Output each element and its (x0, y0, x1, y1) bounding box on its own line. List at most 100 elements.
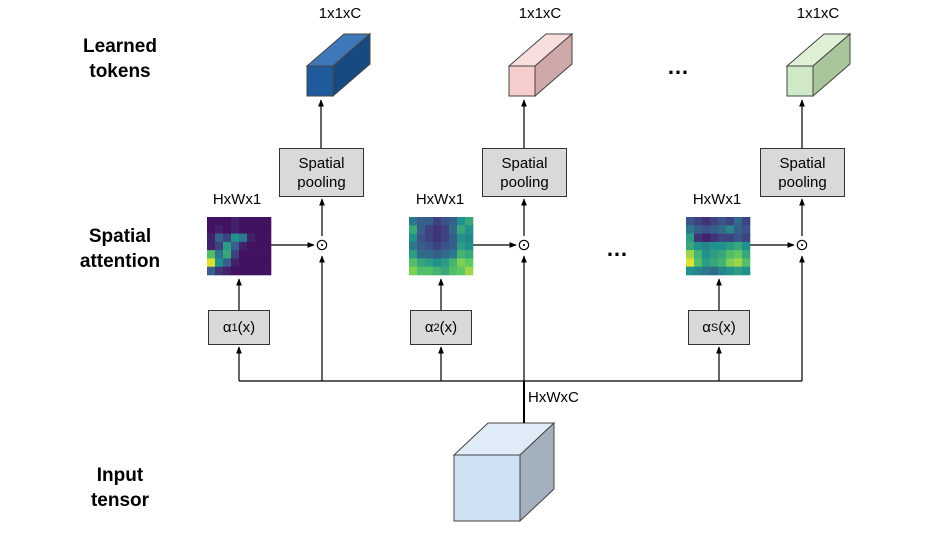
attention-map-1-cell (207, 266, 216, 276)
token-size-label-3: 1x1xC (796, 5, 840, 22)
row-label-input-tensor: Input tensor (45, 463, 195, 513)
row-label-learned-line1: Learned (83, 36, 157, 57)
attention-map-1-cell (239, 266, 248, 276)
attention-map-2-cell (409, 258, 418, 268)
attention-map-1-cell (239, 250, 248, 259)
attention-map-3-cell (694, 217, 703, 226)
attention-map-2-cell (441, 266, 450, 276)
attention-map-2-cell (465, 225, 474, 234)
attention-map-2-cell (433, 258, 442, 268)
attention-map-3-cell (718, 258, 727, 268)
attention-map-3-cell (710, 250, 719, 259)
attention-map-2-cell (441, 258, 450, 268)
attention-map-3-cell (742, 258, 751, 268)
token-size-label-1: 1x1xC (318, 5, 362, 22)
attention-map-3-cell (718, 250, 727, 259)
attention-map-3-cell (742, 241, 751, 251)
attention-map-2-cell (417, 250, 426, 259)
attention-map-1-cell (231, 225, 240, 234)
row-label-input-line1: Input (96, 465, 144, 486)
row-label-learned-line2: tokens (89, 61, 151, 82)
attention-map-2-cell (441, 217, 450, 226)
attention-map-3-cell (686, 225, 695, 234)
attention-map-1-cell (215, 266, 224, 276)
attention-map-3-cell (694, 266, 703, 276)
attention-map-3-cell (694, 241, 703, 251)
attention-map-1-cell (239, 217, 248, 226)
attention-map-1-cell (215, 225, 224, 234)
attention-map-3-cell (718, 266, 727, 276)
attention-map-3-cell (710, 225, 719, 234)
hadamard-op-1: ⊙ (315, 235, 329, 254)
attention-map-2-cell (409, 233, 418, 243)
attention-map-1-cell (239, 241, 248, 251)
alpha-subscript: S (710, 321, 719, 334)
attention-map-1-cell (223, 241, 232, 251)
input-tensor-size-label: HxWxC (528, 389, 579, 406)
attention-map-1-cell (207, 233, 216, 243)
attention-map-3-cell (734, 258, 743, 268)
attention-map-1-cell (263, 217, 272, 226)
attention-map-3-cell (702, 233, 711, 243)
attention-map-3-cell (702, 241, 711, 251)
attention-map-1-cell (207, 225, 216, 234)
attention-map-1-cell (231, 217, 240, 226)
attention-map-2-cell (465, 217, 474, 226)
pool-label-line2: pooling (297, 173, 346, 191)
attention-map-2-cell (433, 250, 442, 259)
attention-map-2-cell (457, 266, 466, 276)
token-size-label-2: 1x1xC (518, 5, 562, 22)
attention-map-3-cell (694, 233, 703, 243)
attention-map-3-cell (718, 225, 727, 234)
alpha-symbol: α (424, 319, 434, 336)
attention-map-2-cell (457, 250, 466, 259)
attention-map-2-cell (441, 250, 450, 259)
attention-map-2-cell (457, 225, 466, 234)
attention-map-1-cell (231, 233, 240, 243)
attention-map-3-cell (742, 266, 751, 276)
attention-map-2-cell (417, 225, 426, 234)
alpha-arg: (x) (718, 319, 736, 336)
attention-map-3-cell (686, 233, 695, 243)
attention-map-3-cell (710, 258, 719, 268)
attention-map-2-cell (457, 217, 466, 226)
ellipsis-tokens: … (667, 54, 690, 79)
row-label-spatial-attention: Spatial attention (45, 224, 195, 274)
token-cube-3-front-face (786, 65, 814, 97)
attention-map-1-cell (247, 266, 256, 276)
attention-map-2-cell (441, 241, 450, 251)
attention-map-1-cell (263, 241, 272, 251)
alpha-arg: (x) (439, 319, 458, 336)
attention-map-1-cell (231, 250, 240, 259)
attention-map-2-cell (433, 241, 442, 251)
attention-map-2-cell (425, 266, 434, 276)
attention-map-3-cell (702, 225, 711, 234)
row-label-input-line2: tensor (90, 490, 150, 511)
alpha-symbol: α (702, 319, 711, 336)
attention-map-2-cell (465, 250, 474, 259)
attention-map-2-cell (417, 258, 426, 268)
attention-map-1-cell (207, 217, 216, 226)
attention-map-2-cell (425, 217, 434, 226)
attention-map-1-cell (239, 233, 248, 243)
attention-map-3-cell (742, 233, 751, 243)
attention-map-1-cell (223, 266, 232, 276)
attention-map-3-cell (694, 225, 703, 234)
attention-map-2-cell (409, 241, 418, 251)
alpha-symbol: α (222, 319, 232, 336)
attention-map-2-cell (465, 266, 474, 276)
attention-map-1-cell (223, 258, 232, 268)
attention-map-3-cell (702, 266, 711, 276)
attention-map-3-cell (734, 217, 743, 226)
attention-map-3-cell (710, 241, 719, 251)
attention-map-2-cell (409, 225, 418, 234)
attention-map-1-cell (215, 233, 224, 243)
attention-map-3-cell (726, 266, 735, 276)
attention-map-2-cell (457, 241, 466, 251)
hadamard-op-2: ⊙ (517, 235, 531, 254)
attention-map-2-cell (457, 233, 466, 243)
attention-map-2-cell (441, 225, 450, 234)
attention-map-3-cell (694, 258, 703, 268)
